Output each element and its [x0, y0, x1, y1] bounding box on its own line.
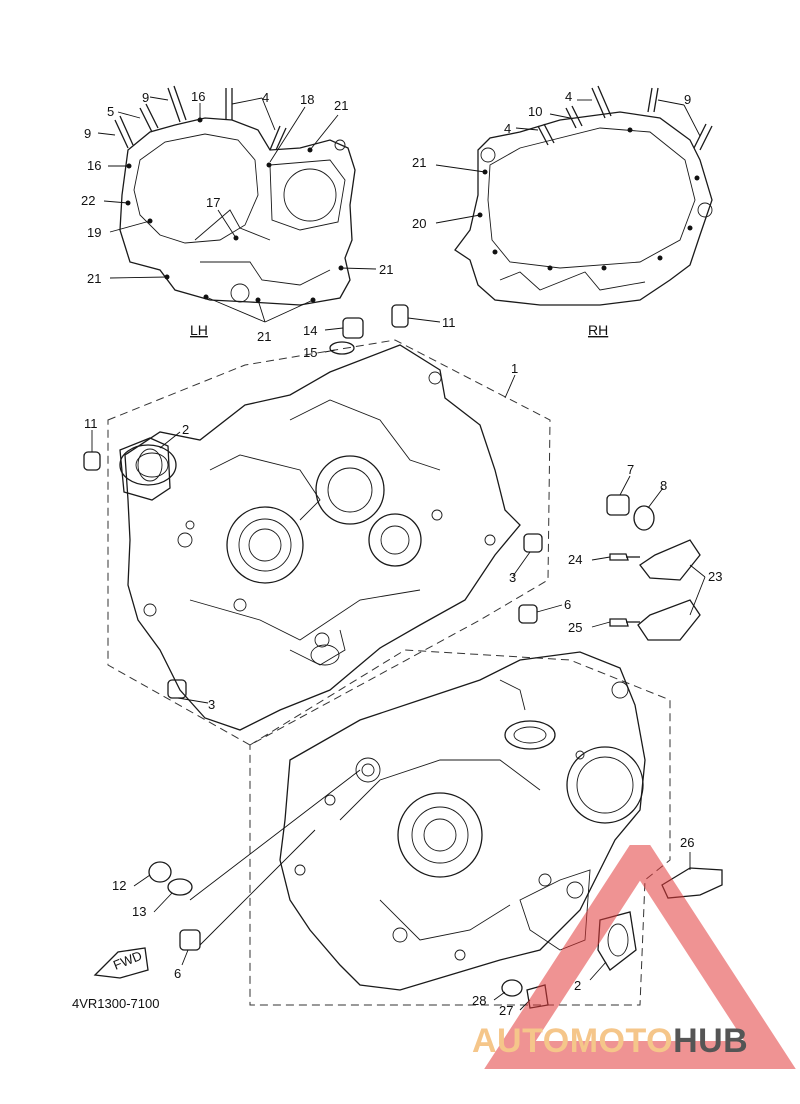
dowel-6b: [179, 929, 201, 951]
seal-2-lower: [597, 911, 637, 971]
callout: 16: [191, 89, 205, 104]
callout: 25: [568, 620, 582, 635]
callout: 21: [87, 271, 101, 286]
screw-25: [609, 618, 629, 627]
callout: 11: [84, 416, 98, 431]
callout: 2: [182, 422, 189, 437]
dowel-14: [342, 317, 364, 339]
callout: 4: [504, 121, 511, 136]
brand-part-2: HUB: [673, 1022, 749, 1060]
callout: 9: [142, 90, 149, 105]
callout: 4: [565, 89, 572, 104]
triangle-icon: [484, 845, 796, 1069]
watermark-brand: AUTOMOTOHUB: [472, 1022, 748, 1061]
plate-23b: [637, 599, 701, 641]
callout: 7: [627, 462, 634, 477]
small-parts: [83, 304, 723, 1009]
dowel-6a: [518, 604, 538, 624]
callout: 19: [87, 225, 101, 240]
callout: 2: [574, 978, 581, 993]
callout: 16: [87, 158, 101, 173]
callout: 4: [262, 90, 269, 105]
watermark-logo: [484, 845, 796, 1069]
callout: 22: [81, 193, 95, 208]
brand-part-1: AUTOMOTO: [472, 1022, 674, 1060]
dowel-pin-11b: [83, 451, 101, 471]
washer-28: [501, 979, 523, 997]
callout: 20: [412, 216, 426, 231]
callout: 18: [300, 92, 314, 107]
callout: 21: [257, 329, 271, 344]
callout: 5: [107, 104, 114, 119]
callout: 3: [509, 570, 516, 585]
callout: 9: [684, 92, 691, 107]
callout: 23: [708, 569, 722, 584]
crankcase-upper: [107, 339, 551, 746]
screw-24: [609, 553, 629, 561]
callout: 26: [680, 835, 694, 850]
dowel-3b: [167, 679, 187, 699]
callout: 1: [511, 361, 518, 376]
callout: 27: [499, 1003, 513, 1018]
callout: 21: [412, 155, 426, 170]
collar-12: [148, 861, 172, 883]
callout: 6: [564, 597, 571, 612]
callout: 9: [84, 126, 91, 141]
callout: 6: [174, 966, 181, 981]
callout: 14: [303, 323, 317, 338]
callout: 24: [568, 552, 582, 567]
o-ring-8: [633, 505, 655, 531]
callout: 17: [206, 195, 220, 210]
callout: 8: [660, 478, 667, 493]
o-ring-13: [167, 878, 193, 896]
leader-lines: [91, 96, 706, 1011]
rh-gasket: [454, 85, 713, 306]
callout: 13: [132, 904, 146, 919]
diagram-code: 4VR1300-7100: [72, 996, 160, 1011]
callout: 10: [528, 104, 542, 119]
fwd-arrow: FWD: [93, 947, 149, 979]
lh-gasket: [114, 85, 356, 306]
plate-23a: [639, 539, 701, 581]
crankcase-lower: [249, 649, 671, 1006]
dowel-pin-11a: [391, 304, 409, 328]
callout: 28: [472, 993, 486, 1008]
collar-7: [606, 494, 630, 516]
callouts: 9 16 4 18 21 5 9 16 22 17 19 21 21 21 4 …: [81, 89, 722, 1018]
dowel-3a: [523, 533, 543, 553]
callout: 15: [303, 345, 317, 360]
callout: 21: [379, 262, 393, 277]
o-ring-15: [329, 341, 355, 355]
lh-label: LH: [190, 322, 208, 338]
callout: 3: [208, 697, 215, 712]
callout: 12: [112, 878, 126, 893]
callout: 11: [442, 315, 456, 330]
callout: 21: [334, 98, 348, 113]
fwd-label: FWD: [111, 948, 144, 973]
rh-label: RH: [588, 322, 608, 338]
seal-2-upper: [119, 437, 171, 501]
